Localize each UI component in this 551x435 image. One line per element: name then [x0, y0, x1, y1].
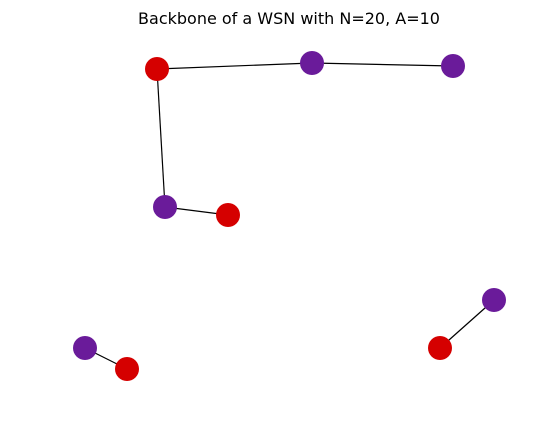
node-n9-red: [428, 336, 452, 360]
node-n4-purple: [153, 195, 177, 219]
node-n6-purple: [73, 336, 97, 360]
node-n7-red: [115, 357, 139, 381]
node-n2-purple: [300, 51, 324, 75]
node-n3-purple: [441, 54, 465, 78]
edge-n8-n9: [439, 299, 495, 349]
edge-n1-n4: [156, 68, 166, 208]
figure-title: Backbone of a WSN with N=20, A=10: [138, 9, 440, 28]
edge-n1-n2: [156, 62, 313, 70]
node-n1-red: [145, 57, 169, 81]
node-n8-purple: [482, 288, 506, 312]
edge-n2-n3: [311, 62, 454, 67]
node-n5-red: [216, 203, 240, 227]
nodes-layer: [73, 51, 506, 381]
